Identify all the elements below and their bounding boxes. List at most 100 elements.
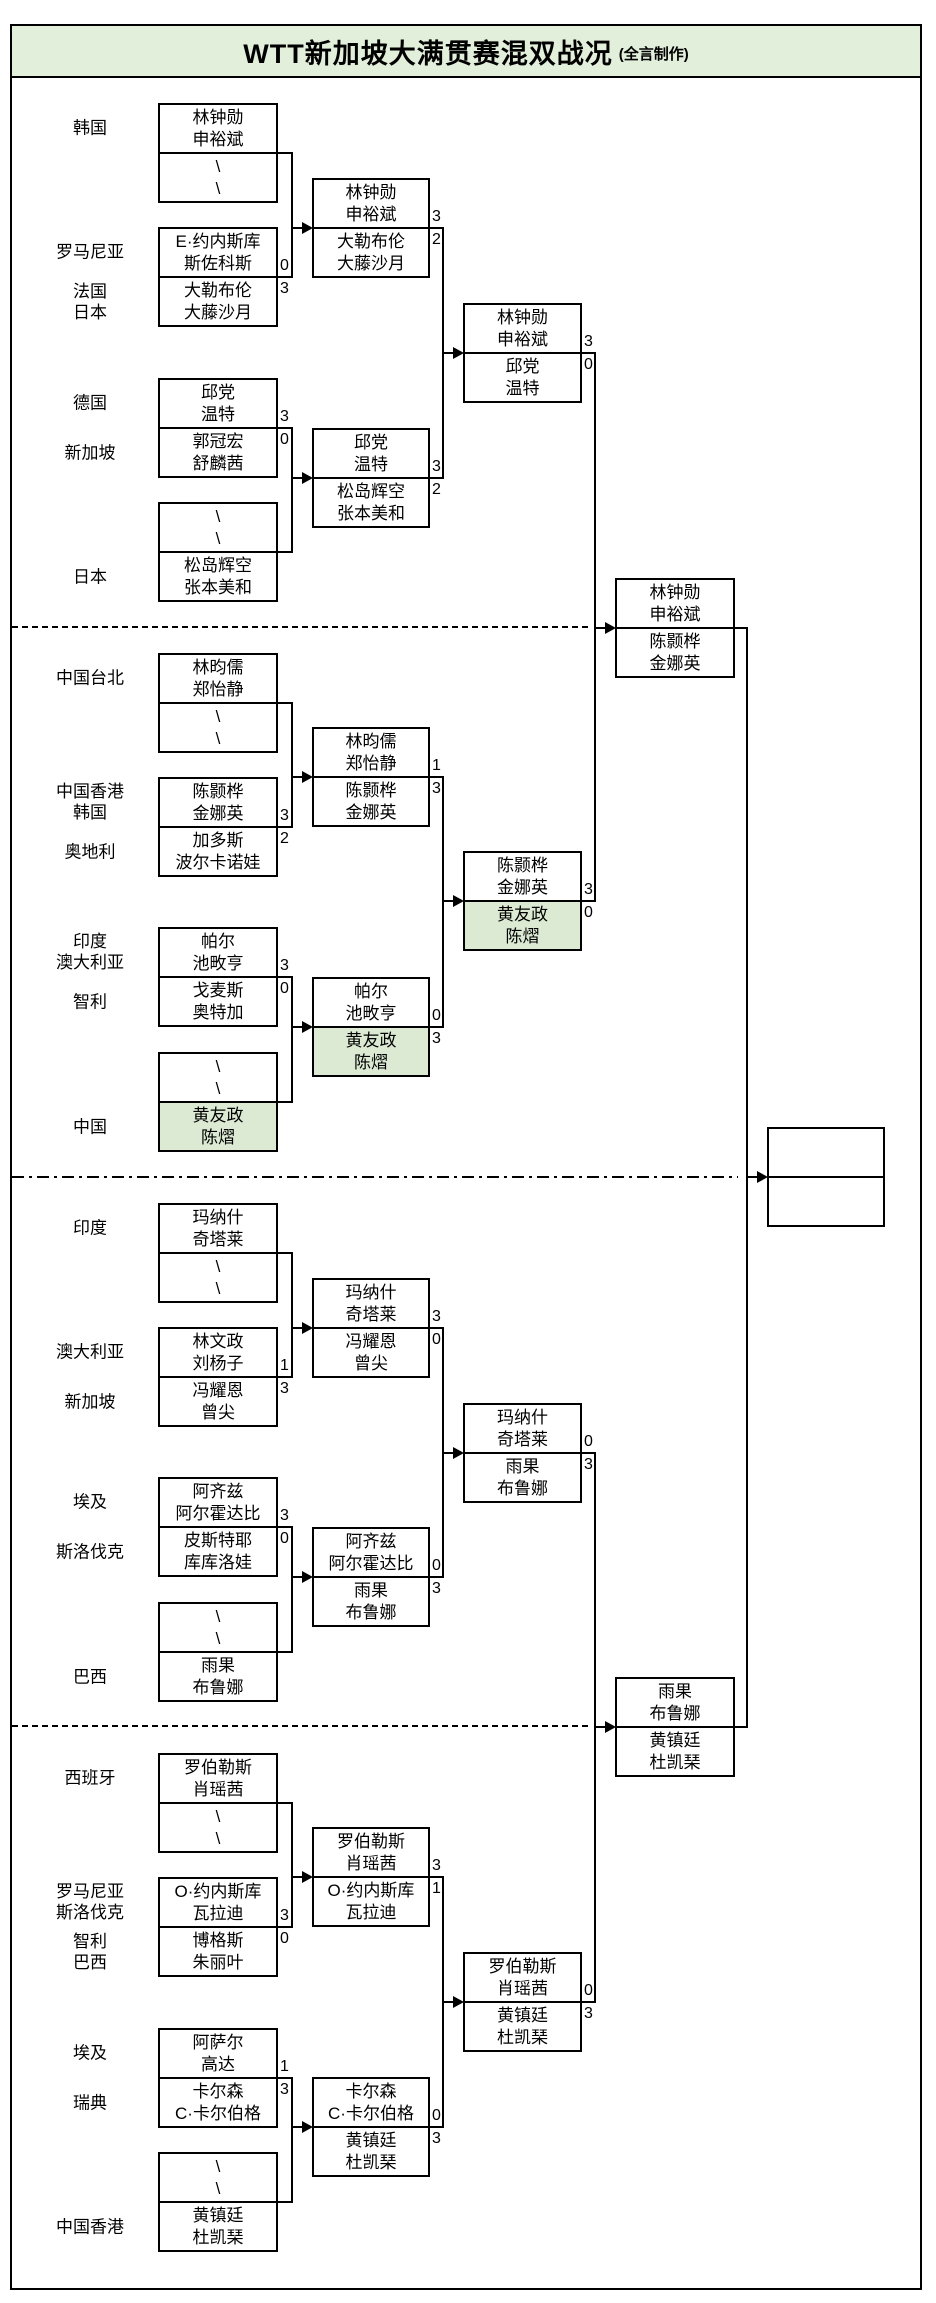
bye-slash: \ bbox=[215, 1806, 221, 1826]
connector-line bbox=[430, 2126, 443, 2128]
team-cell: 阿齐兹阿尔霍达比 bbox=[314, 1529, 428, 1578]
team-cell: 林文政刘杨子 bbox=[160, 1329, 276, 1378]
credit-label: (全言制作) bbox=[618, 45, 689, 63]
team-cell: 松岛辉空张本美和 bbox=[160, 553, 276, 600]
connector-line bbox=[735, 1726, 747, 1728]
page-title: WTT新加坡大满贯赛混双战况 bbox=[243, 38, 613, 69]
team-cell bbox=[769, 1178, 883, 1225]
player-name: 阿齐兹 bbox=[345, 1531, 397, 1551]
player-name: 卡尔森 bbox=[192, 2081, 244, 2101]
match-box: 林钟勋申裕斌大勒布伦大藤沙月 bbox=[312, 178, 430, 278]
arrow-icon bbox=[302, 472, 313, 484]
country-label: 巴西 bbox=[28, 1667, 152, 1688]
score-value: 2 bbox=[280, 830, 289, 847]
player-name: 温特 bbox=[201, 404, 235, 424]
match-box: 林文政刘杨子冯耀恩曾尖 bbox=[158, 1327, 278, 1427]
player-name: 黄镇廷 bbox=[497, 2005, 548, 2025]
connector-line bbox=[430, 1576, 443, 1578]
connector-line bbox=[278, 276, 292, 278]
bye-slash: \ bbox=[215, 178, 221, 198]
connector-line bbox=[292, 1026, 310, 1028]
player-name: 大藤沙月 bbox=[337, 253, 405, 273]
country-line: 罗马尼亚 bbox=[56, 1882, 124, 1901]
match-box: 邱党温特郭冠宏舒麟茜 bbox=[158, 378, 278, 478]
player-name: O·约内斯库 bbox=[174, 1881, 262, 1901]
country-label: 日本 bbox=[28, 567, 152, 588]
team-cell: 玛纳什奇塔莱 bbox=[160, 1205, 276, 1254]
match-box: 阿齐兹阿尔霍达比皮斯特耶库库洛娃 bbox=[158, 1477, 278, 1577]
match-box: O·约内斯库瓦拉迪博格斯朱丽叶 bbox=[158, 1877, 278, 1977]
player-name: 张本美和 bbox=[337, 503, 405, 523]
player-name: 邱党 bbox=[505, 356, 540, 376]
team-cell: 松岛辉空张本美和 bbox=[314, 479, 428, 526]
player-name: 申裕斌 bbox=[649, 604, 701, 624]
player-name: 林钟勋 bbox=[497, 307, 548, 327]
bye-cell: \\ bbox=[160, 504, 276, 553]
player-name: 肖瑶茜 bbox=[497, 1978, 548, 1998]
player-name: 雨果 bbox=[505, 1456, 540, 1476]
bye-slash: \ bbox=[215, 506, 221, 526]
score-value: 3 bbox=[280, 280, 289, 297]
player-name: 罗伯勒斯 bbox=[184, 1757, 252, 1777]
team-cell: 林钟勋申裕斌 bbox=[160, 105, 276, 154]
match-box: \\黄镇廷杜凯琹 bbox=[158, 2152, 278, 2252]
player-name: 奇塔莱 bbox=[345, 1304, 397, 1324]
connector-line bbox=[292, 2126, 310, 2128]
score-value: 3 bbox=[432, 1857, 441, 1874]
bye-slash: \ bbox=[215, 2156, 221, 2176]
country-line: 新加坡 bbox=[64, 1392, 116, 1412]
arrow-icon bbox=[453, 347, 464, 359]
team-cell: 黄镇廷杜凯琹 bbox=[617, 1728, 733, 1775]
bye-cell: \\ bbox=[160, 1804, 276, 1851]
player-name: 舒麟茜 bbox=[192, 453, 244, 473]
title-bar: WTT新加坡大满贯赛混双战况 (全言制作) bbox=[10, 24, 922, 78]
country-label: 奥地利 bbox=[28, 842, 152, 863]
bye-slash: \ bbox=[215, 1078, 221, 1098]
score-value: 0 bbox=[432, 2107, 441, 2124]
player-name: 罗伯勒斯 bbox=[337, 1831, 405, 1851]
player-name: 林昀儒 bbox=[345, 731, 397, 751]
player-name: 郑怡静 bbox=[345, 753, 397, 773]
team-cell: 帕尔池畋亨 bbox=[160, 929, 276, 978]
score-value: 2 bbox=[432, 481, 441, 498]
country-line: 印度 bbox=[73, 932, 107, 951]
connector-line bbox=[278, 826, 292, 828]
connector-line bbox=[747, 1176, 765, 1178]
connector-line bbox=[278, 1252, 292, 1254]
country-label: 中国香港 bbox=[28, 2217, 152, 2238]
arrow-icon bbox=[302, 222, 313, 234]
arrow-icon bbox=[605, 622, 616, 634]
team-cell: 黄友政陈熠 bbox=[314, 1028, 428, 1075]
country-line: 韩国 bbox=[73, 803, 107, 822]
connector-line bbox=[292, 1327, 310, 1329]
bye-cell: \\ bbox=[160, 1604, 276, 1653]
player-name: 布鲁娜 bbox=[345, 1602, 397, 1622]
player-name: 曾尖 bbox=[201, 1402, 235, 1422]
team-cell: 罗伯勒斯肖瑶茜 bbox=[465, 1954, 580, 2003]
country-line: 埃及 bbox=[73, 2043, 107, 2063]
connector-line bbox=[292, 1576, 310, 1578]
connector-line bbox=[278, 1802, 292, 1804]
score-value: 3 bbox=[432, 208, 441, 225]
player-name: 黄友政 bbox=[192, 1105, 244, 1125]
player-name: E·约内斯库 bbox=[175, 231, 261, 251]
score-value: 1 bbox=[432, 1880, 441, 1897]
connector-line bbox=[291, 976, 293, 1103]
arrow-icon bbox=[302, 1871, 313, 1883]
final-box bbox=[767, 1127, 885, 1227]
score-value: 3 bbox=[280, 408, 289, 425]
country-label: 智利 bbox=[28, 992, 152, 1013]
match-box: E·约内斯库斯佐科斯大勒布伦大藤沙月 bbox=[158, 227, 278, 327]
score-value: 0 bbox=[432, 1007, 441, 1024]
team-cell: O·约内斯库瓦拉迪 bbox=[160, 1879, 276, 1928]
team-cell: 阿齐兹阿尔霍达比 bbox=[160, 1479, 276, 1528]
player-name: 黄友政 bbox=[345, 1030, 397, 1050]
score-value: 3 bbox=[584, 333, 593, 350]
country-label: 印度 bbox=[28, 1218, 152, 1239]
player-name: 冯耀恩 bbox=[345, 1331, 397, 1351]
player-name: O·约内斯库 bbox=[327, 1880, 415, 1900]
connector-line bbox=[582, 1452, 595, 1454]
bye-slash: \ bbox=[215, 728, 221, 748]
section-divider bbox=[12, 626, 588, 628]
connector-line bbox=[430, 1026, 443, 1028]
